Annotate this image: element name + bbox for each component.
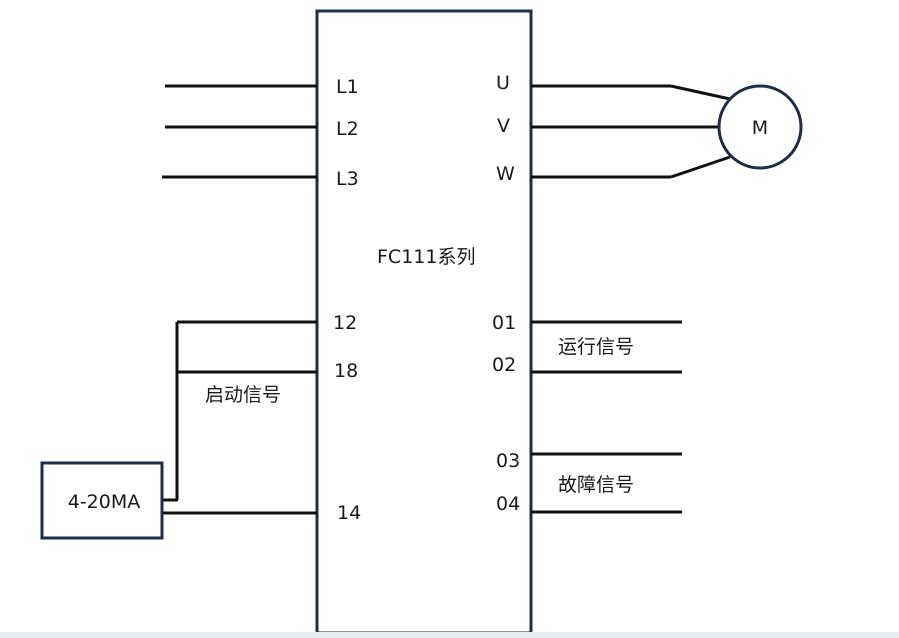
label-l2: L2 <box>336 118 359 140</box>
terminal-18: 18 <box>334 360 358 382</box>
terminal-02: 02 <box>492 354 516 376</box>
inverter-box <box>315 9 533 635</box>
label-u: U <box>496 72 510 94</box>
running-signal-label: 运行信号 <box>558 336 634 358</box>
fault-signal-label: 故障信号 <box>558 474 634 496</box>
label-v: V <box>497 115 510 137</box>
terminal-01: 01 <box>492 312 516 334</box>
motor-label: M <box>752 117 768 139</box>
source-box <box>40 461 164 540</box>
terminal-04: 04 <box>496 493 520 515</box>
motor-circle <box>717 84 803 170</box>
line-u-bend <box>670 84 731 101</box>
label-l1: L1 <box>336 76 359 98</box>
terminal-14: 14 <box>337 502 361 524</box>
terminal-03: 03 <box>496 450 520 472</box>
terminal-12: 12 <box>333 312 357 334</box>
label-l3: L3 <box>336 168 359 190</box>
start-signal-label: 启动信号 <box>205 384 281 406</box>
bottom-strip <box>0 632 899 638</box>
device-name: FC111系列 <box>377 246 475 268</box>
label-w: W <box>496 163 515 185</box>
line-w-bend <box>670 155 731 179</box>
source-label: 4-20MA <box>68 491 141 513</box>
